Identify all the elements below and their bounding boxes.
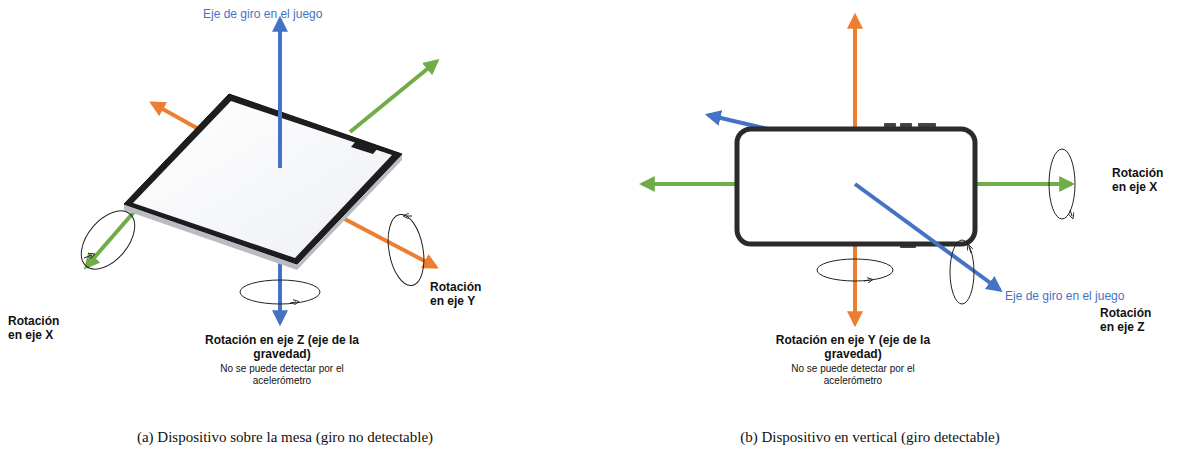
- axes-b: [642, 16, 1072, 324]
- rotation-label: Rotación en eje X: [8, 314, 70, 343]
- game-axis-b: [855, 184, 1000, 290]
- rotation-label: Rotación en eje Y (eje de la gravedad): [763, 333, 943, 362]
- rotation-label: Rotación en eje Y: [430, 280, 492, 309]
- subfigure-caption: (a) Dispositivo sobre la mesa (giro no d…: [85, 428, 485, 446]
- axes-a: [86, 61, 437, 323]
- rotation-symbols-a: [71, 201, 429, 304]
- subfigure-caption: (b) Dispositivo en vertical (giro detect…: [670, 428, 1070, 446]
- axis-label: Eje de giro en el juego: [1005, 289, 1175, 303]
- game-axis-a: [278, 19, 282, 168]
- note-label: No se puede detectar por el acelerómetro: [202, 363, 362, 387]
- rotation-label: Rotación en eje X: [1112, 166, 1174, 195]
- rotation-label: Rotación en eje Z: [1100, 306, 1162, 335]
- phone-flat: [124, 94, 402, 270]
- rotation-symbols-b: [817, 149, 1075, 304]
- note-label: No se puede detectar por el acelerómetro: [773, 363, 933, 387]
- rotation-label: Rotación en eje Z (eje de la gravedad): [192, 333, 372, 362]
- axis-label: Eje de giro en el juego: [203, 7, 363, 21]
